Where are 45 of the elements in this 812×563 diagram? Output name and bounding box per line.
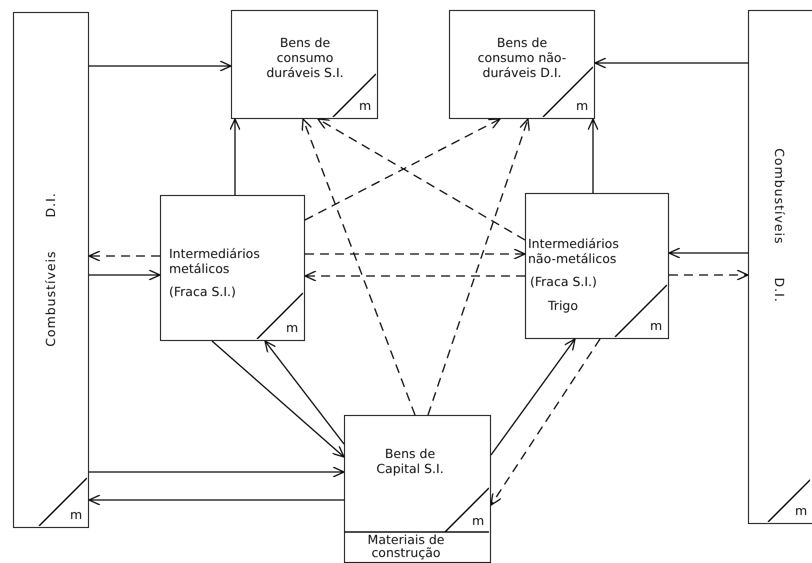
dashed-arrow: [304, 118, 501, 221]
corner-mark: m: [359, 98, 372, 113]
dashed-arrow: [304, 270, 525, 282]
arrow: [88, 494, 344, 506]
corner-mark: m: [472, 513, 484, 528]
arrow: [229, 118, 241, 195]
sector-box: [525, 193, 669, 339]
sector-label: Combustíveis D.I.: [42, 192, 58, 347]
sector-box: [160, 195, 305, 341]
sector-box: [449, 10, 595, 119]
sector-label: Materiais de construção: [366, 533, 446, 559]
arrow: [89, 60, 232, 72]
sector-label: (Fraca S.I.): [169, 284, 237, 299]
sector-bar: [748, 10, 812, 524]
arrow: [587, 118, 599, 193]
dashed-arrow: [88, 250, 160, 262]
dashed-arrow: [669, 269, 749, 281]
arrow: [89, 466, 345, 478]
arrow: [490, 338, 576, 456]
corner-mark: m: [576, 98, 588, 113]
dashed-arrow: [490, 338, 601, 506]
sector-label: Intermediários metálicos: [169, 246, 261, 276]
sector-label: Trigo: [548, 298, 579, 313]
sector-label: Intermediários não-metálicos: [528, 236, 620, 266]
arrow: [89, 269, 161, 281]
corner-mark: m: [795, 503, 808, 518]
arrow: [594, 57, 748, 69]
dashed-arrow: [302, 118, 416, 416]
dashed-arrow: [317, 118, 526, 241]
sector-label: Bens de Capital S.I.: [375, 446, 445, 476]
arrow: [212, 340, 345, 458]
arrow: [264, 340, 345, 444]
sector-label: Bens de consumo não-duráveis D.I.: [476, 35, 568, 80]
corner-mark: m: [286, 320, 298, 335]
corner-mark: m: [650, 318, 662, 333]
sector-label: Combustíveis D.I.: [772, 148, 787, 303]
dashed-arrow: [305, 248, 526, 260]
arrow: [668, 247, 748, 259]
dashed-arrow: [427, 118, 530, 416]
sector-label: Bens de consumo duráveis S.I.: [265, 35, 345, 80]
corner-mark: m: [70, 507, 82, 522]
sector-box: [231, 10, 378, 119]
sector-box: [344, 415, 491, 563]
sector-bar: [13, 12, 89, 528]
sector-label: (Fraca S.I.): [530, 274, 598, 289]
